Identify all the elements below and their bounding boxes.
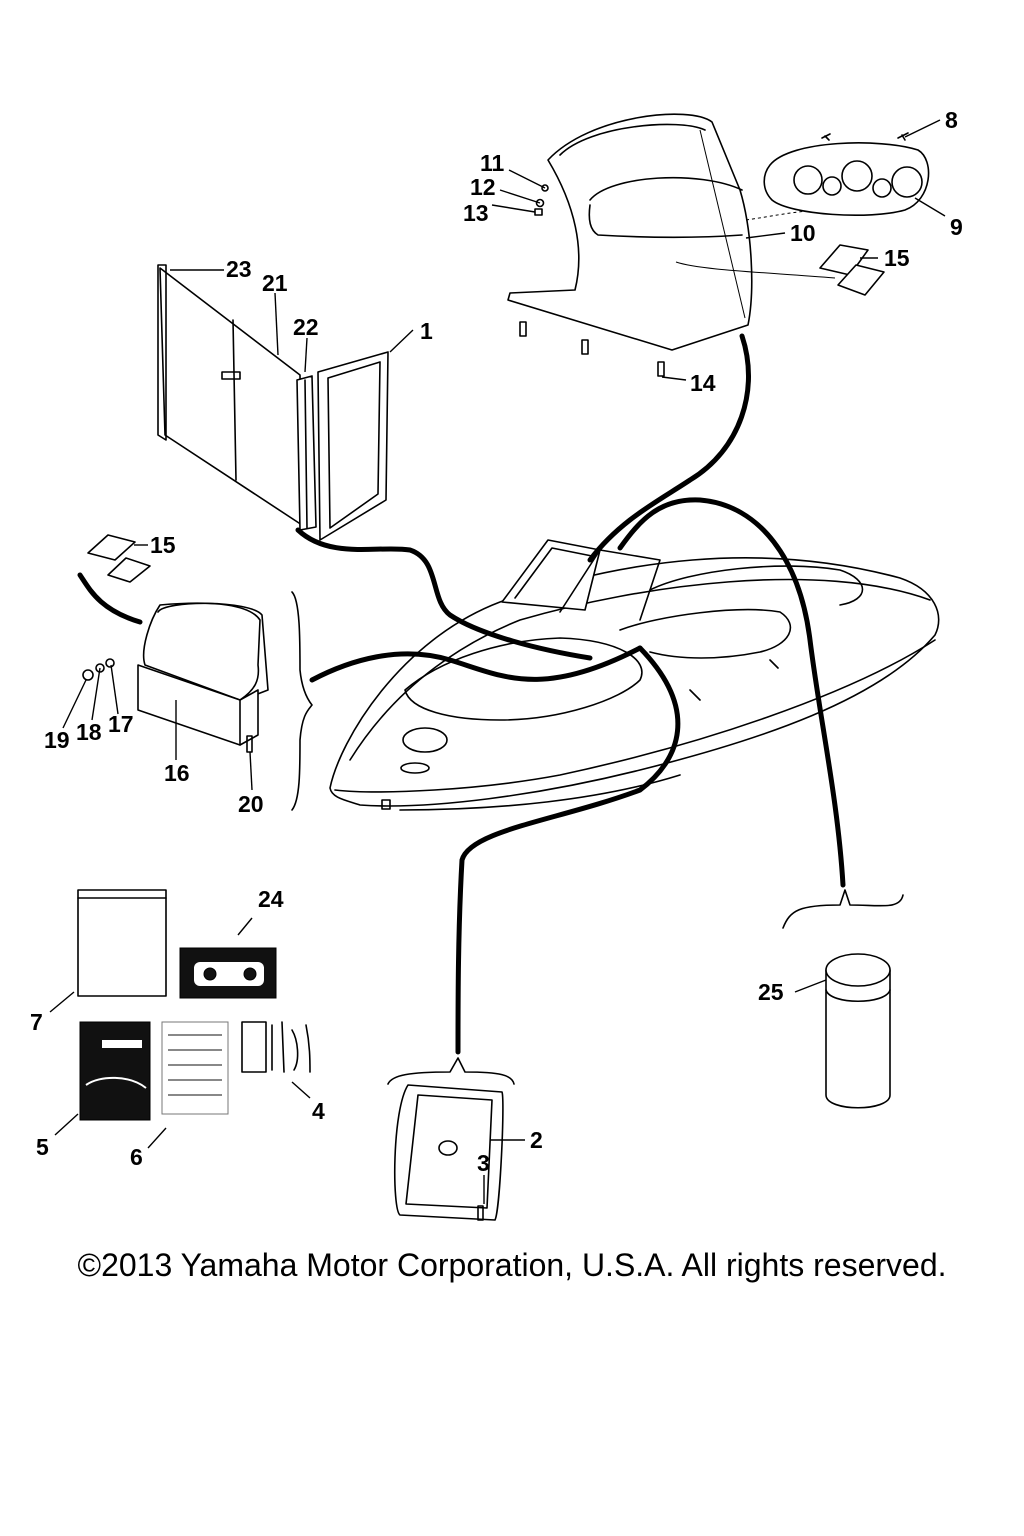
access-hatch-part [393, 1084, 504, 1221]
callout-8: 8 [945, 107, 958, 133]
gauge-panel-part [763, 132, 930, 216]
bag-part [77, 889, 167, 997]
callout-leaders [49, 119, 946, 1204]
callout-15-left: 15 [150, 532, 176, 558]
callout-17: 17 [108, 711, 134, 737]
video-cassette-part [179, 947, 277, 999]
callout-7: 7 [30, 1009, 43, 1035]
group-braces [291, 591, 904, 1085]
container-part [825, 953, 891, 1109]
callout-9: 9 [950, 214, 963, 240]
callout-24: 24 [258, 886, 284, 912]
callout-14: 14 [690, 370, 716, 396]
callout-10: 10 [790, 220, 816, 246]
callout-2: 2 [530, 1127, 543, 1153]
callout-labels: 1 2 3 4 5 6 7 8 9 10 11 12 13 14 15 15 1… [30, 107, 963, 1176]
boat-hull [329, 539, 940, 811]
assembly-leader-lines [77, 333, 846, 1055]
callout-16: 16 [164, 760, 190, 786]
callout-15-top: 15 [884, 245, 910, 271]
callout-21: 21 [262, 270, 288, 296]
callout-1: 1 [420, 318, 433, 344]
callout-3: 3 [477, 1150, 490, 1176]
hardware-11-13 [534, 184, 549, 216]
callout-19: 19 [44, 727, 70, 753]
callout-12: 12 [470, 174, 496, 200]
callout-4: 4 [312, 1098, 325, 1124]
dash-cover-part [507, 113, 836, 377]
instruction-sheet-part [161, 1021, 229, 1115]
canvas-panels-part [157, 264, 389, 541]
decal-sheets-left [87, 534, 151, 583]
decal-sheets-top [819, 244, 885, 296]
callout-6: 6 [130, 1144, 143, 1170]
callout-22: 22 [293, 314, 319, 340]
callout-18: 18 [76, 719, 102, 745]
callout-23: 23 [226, 256, 252, 282]
callout-20: 20 [238, 791, 264, 817]
callout-13: 13 [463, 200, 489, 226]
storage-box-part [82, 602, 269, 753]
copyright-notice: ©2013 Yamaha Motor Corporation, U.S.A. A… [77, 1247, 947, 1283]
owners-manual-part [79, 1021, 151, 1121]
callout-25: 25 [758, 979, 784, 1005]
tool-kit-part [241, 1021, 311, 1073]
callout-11: 11 [480, 150, 505, 176]
callout-5: 5 [36, 1134, 49, 1160]
